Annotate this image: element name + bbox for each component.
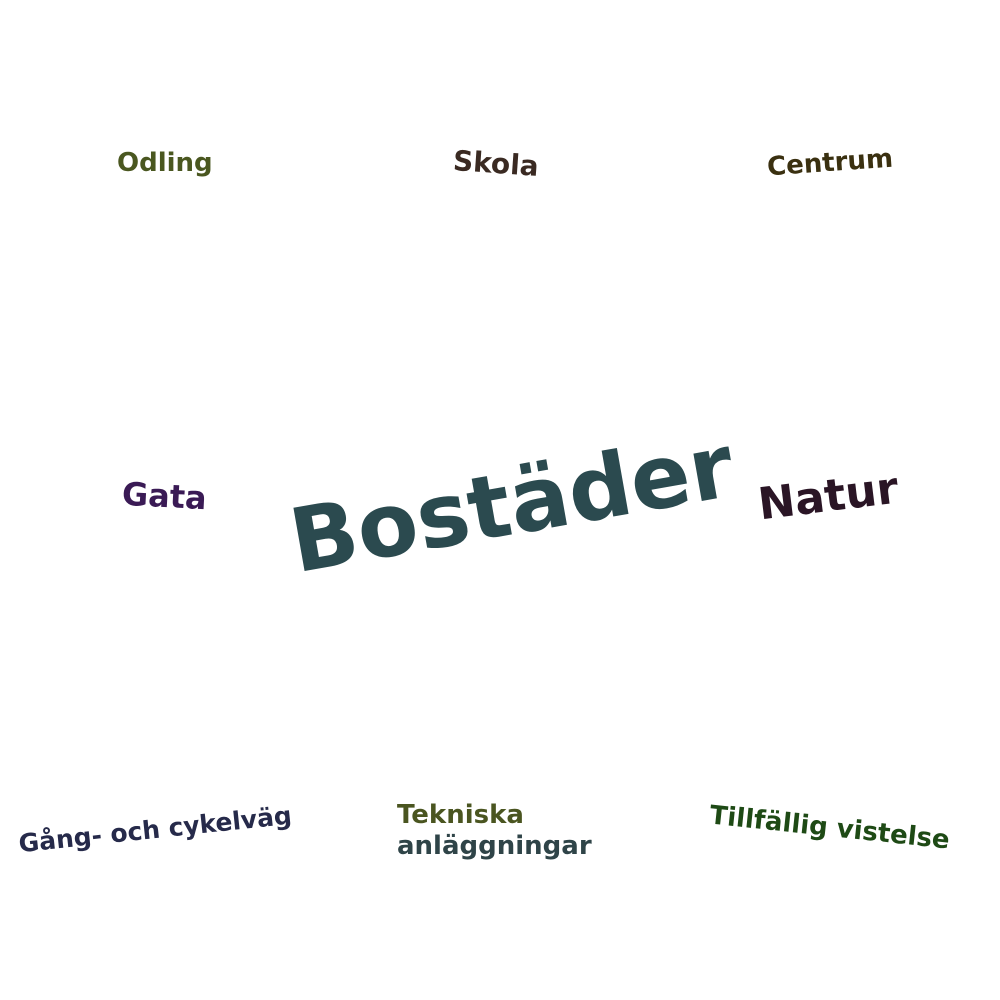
word-gang-och-cykelvag: Gång- och cykelväg [17, 800, 294, 859]
word-bostader: Bostäder [282, 413, 741, 594]
word-tekniska: Tekniska [397, 800, 524, 830]
word-centrum: Centrum [766, 143, 894, 183]
word-tillfallig-vistelse: Tillfällig vistelse [708, 800, 952, 856]
word-anlaggningar: anläggningar [397, 831, 592, 862]
word-tekniska-anlaggningar: Tekniska anläggningar [397, 800, 592, 862]
word-odling: Odling [117, 148, 213, 178]
word-skola: Skola [451, 144, 540, 183]
word-natur: Natur [755, 462, 902, 531]
word-gata: Gata [121, 474, 208, 518]
